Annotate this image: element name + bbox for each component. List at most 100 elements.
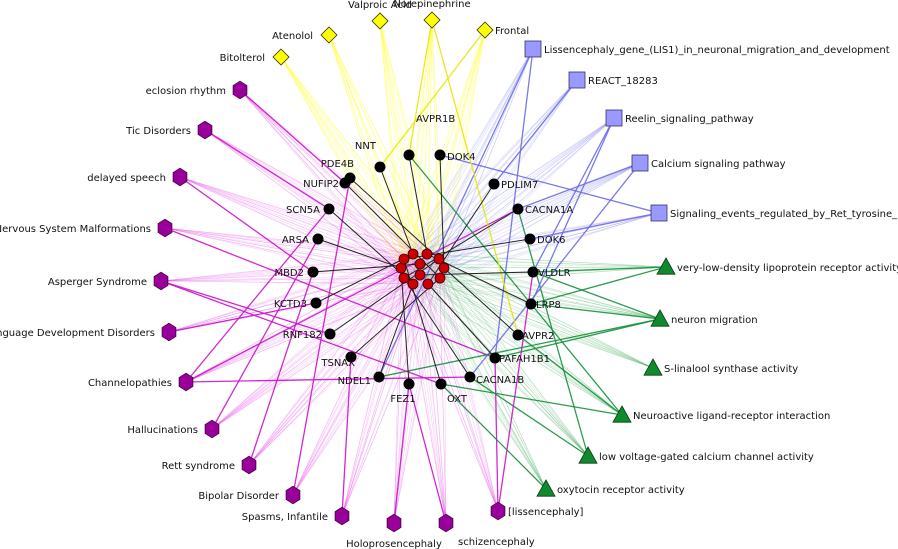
drug-label-valproic-acid: Valproic Acid bbox=[348, 0, 412, 11]
diamond-icon[interactable] bbox=[320, 26, 338, 44]
hexagon-icon[interactable] bbox=[157, 218, 173, 238]
gene-node-cacna1a[interactable] bbox=[512, 203, 524, 215]
link-mbd2-rett-syndrome bbox=[248, 271, 314, 466]
gene-node-scn5a[interactable] bbox=[323, 203, 335, 215]
seed-node[interactable] bbox=[433, 253, 445, 265]
hexagon-icon[interactable] bbox=[161, 322, 177, 342]
fan-edge-s-linalool-synthase-activity bbox=[419, 274, 654, 369]
gene-label-avpr2: AVPR2 bbox=[522, 331, 554, 342]
hexagon-icon[interactable] bbox=[241, 455, 257, 475]
seed-node[interactable] bbox=[398, 253, 410, 265]
gene-node-dok4[interactable] bbox=[434, 149, 446, 161]
fan-edge-tic-disorders bbox=[204, 129, 421, 276]
square-icon[interactable] bbox=[631, 154, 649, 172]
fan-edge-lissencephaly-gene-lis1-in-neuronal-migration-and-development bbox=[427, 48, 534, 285]
fan-edge-bipolar-disorder bbox=[292, 267, 445, 496]
triangle-icon[interactable] bbox=[643, 358, 663, 376]
fan-edge-hallucinations bbox=[211, 267, 402, 430]
gene-label-arsa: ARSA bbox=[282, 235, 309, 246]
diamond-icon[interactable] bbox=[476, 21, 494, 39]
gene-node-lrp8[interactable] bbox=[525, 298, 537, 310]
fan-edge-reelin-signaling-pathway bbox=[403, 117, 615, 260]
gene-node-cacna1b[interactable] bbox=[464, 371, 476, 383]
gene-node-rnf182[interactable] bbox=[324, 328, 336, 340]
triangle-icon[interactable] bbox=[612, 405, 632, 423]
square-icon[interactable] bbox=[568, 71, 586, 89]
hexagon-icon[interactable] bbox=[204, 419, 220, 439]
seed-node[interactable] bbox=[407, 278, 419, 290]
seed-node[interactable] bbox=[434, 272, 446, 284]
fan-edge-react-18283 bbox=[412, 79, 578, 255]
fan-edge-norepinephrine bbox=[427, 19, 433, 285]
gene-node-oxt[interactable] bbox=[435, 378, 447, 390]
triangle-icon[interactable] bbox=[656, 257, 676, 275]
diamond-icon[interactable] bbox=[423, 11, 441, 29]
triangle-icon[interactable] bbox=[650, 309, 670, 327]
gene-node-pdlim7[interactable] bbox=[488, 178, 500, 190]
hexagon-icon[interactable] bbox=[438, 513, 454, 533]
fan-edge-hallucinations bbox=[211, 258, 405, 430]
gene-node-ndel1[interactable] bbox=[373, 371, 385, 383]
gene-node-nufip2[interactable] bbox=[339, 177, 351, 189]
hexagon-icon[interactable] bbox=[386, 513, 402, 533]
hexagon-icon[interactable] bbox=[232, 80, 248, 100]
fan-edge-rett-syndrome bbox=[248, 263, 421, 466]
gene-node-avpr2[interactable] bbox=[512, 329, 524, 341]
gene-node-tsnax[interactable] bbox=[345, 351, 357, 363]
fan-edge-valproic-acid bbox=[379, 20, 421, 265]
square-icon[interactable] bbox=[650, 204, 668, 222]
gene-node-pafah1b1[interactable] bbox=[489, 352, 501, 364]
triangle-icon[interactable] bbox=[536, 479, 556, 497]
gene-node-nnt[interactable] bbox=[374, 161, 386, 173]
fan-edge-asperger-syndrome bbox=[160, 267, 402, 282]
fan-edge-delayed-speech bbox=[179, 176, 402, 269]
fan-edge-language-development-disorders bbox=[168, 267, 445, 333]
gene-node-arsa[interactable] bbox=[312, 233, 324, 245]
gene-edge-pde4b bbox=[349, 177, 440, 260]
diamond-icon[interactable] bbox=[371, 12, 389, 30]
fan-edge-nervous-system-malformations bbox=[164, 227, 405, 260]
gene-node-avpr1b[interactable] bbox=[403, 149, 415, 161]
gene-node-vldlr[interactable] bbox=[527, 266, 539, 278]
seed-node[interactable] bbox=[398, 272, 410, 284]
fan-edge-low-voltage-gated-calcium-channel-activity bbox=[419, 274, 589, 457]
link-pde4b-bipolar-disorder bbox=[292, 177, 351, 496]
fan-edge-lissencephaly bbox=[427, 283, 499, 512]
fan-edge-spasms-infantile bbox=[341, 283, 429, 517]
seed-node[interactable] bbox=[414, 258, 426, 270]
triangle-icon[interactable] bbox=[578, 446, 598, 464]
gene-node-dok6[interactable] bbox=[524, 233, 536, 245]
hexagon-icon[interactable] bbox=[172, 167, 188, 187]
gene-node-mbd2[interactable] bbox=[307, 266, 319, 278]
fan-edge-low-voltage-gated-calcium-channel-activity bbox=[412, 253, 589, 457]
seed-node[interactable] bbox=[421, 248, 433, 260]
seed-node[interactable] bbox=[395, 262, 407, 274]
disease-label-eclosion-rhythm: eclosion rhythm bbox=[146, 86, 226, 97]
seed-node[interactable] bbox=[438, 262, 450, 274]
fan-edge-hallucinations bbox=[211, 263, 421, 430]
square-icon[interactable] bbox=[524, 40, 542, 58]
fan-edge-nervous-system-malformations bbox=[164, 227, 429, 285]
seed-node[interactable] bbox=[414, 269, 426, 281]
gene-node-fez1[interactable] bbox=[403, 378, 415, 390]
fan-edge-asperger-syndrome bbox=[160, 253, 428, 282]
hexagon-icon[interactable] bbox=[178, 372, 194, 392]
hexagon-icon[interactable] bbox=[334, 506, 350, 526]
fan-edge-schizencephaly bbox=[439, 277, 447, 524]
square-icon[interactable] bbox=[605, 109, 623, 127]
fan-edge-asperger-syndrome bbox=[160, 258, 405, 282]
hexagon-icon[interactable] bbox=[285, 485, 301, 505]
hexagon-icon[interactable] bbox=[197, 120, 213, 140]
seed-node[interactable] bbox=[422, 278, 434, 290]
hexagon-icon[interactable] bbox=[153, 271, 169, 291]
fan-edge-nervous-system-malformations bbox=[164, 227, 421, 265]
fan-edge-channelopathies bbox=[185, 283, 429, 383]
hexagon-icon[interactable] bbox=[490, 501, 506, 521]
fan-edge-rett-syndrome bbox=[248, 277, 405, 466]
fan-edge-rett-syndrome bbox=[248, 277, 441, 466]
diamond-icon[interactable] bbox=[272, 48, 290, 66]
fan-edge-schizencephaly bbox=[419, 263, 447, 524]
gene-node-kctd3[interactable] bbox=[310, 297, 322, 309]
gene-label-avpr1b: AVPR1B bbox=[416, 114, 455, 125]
seed-node[interactable] bbox=[407, 248, 419, 260]
